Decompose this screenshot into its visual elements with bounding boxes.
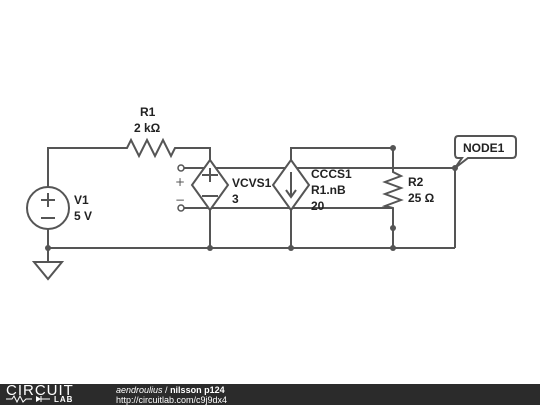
cccs1-control-label: R1.nB [311, 183, 346, 197]
v1-name-label: V1 [74, 193, 89, 207]
circuit-schematic: R1 2 kΩ V1 5 V + − VCVS1 3 CCCS1 R1.nB 2… [26, 105, 517, 281]
node1-flag[interactable]: NODE1 [454, 135, 517, 169]
r2-value-label: 25 Ω [408, 191, 435, 205]
resistor-r2[interactable] [381, 166, 404, 212]
voltage-source-v1[interactable] [26, 186, 70, 230]
circuit-title: nilsson p124 [170, 385, 225, 395]
circuit-url-link[interactable]: http://circuitlab.com/c9j9dx4 [116, 395, 228, 405]
vcvs-minus-sign: − [175, 193, 185, 207]
author-link[interactable]: aendroulius [116, 385, 163, 395]
logo-text-top: CIRCUIT [6, 382, 74, 399]
wires [47, 147, 456, 262]
r1-name-label: R1 [140, 105, 156, 119]
vcvs-source[interactable] [190, 158, 230, 212]
r2-name-label: R2 [408, 175, 424, 189]
resistor-r1[interactable] [118, 137, 186, 159]
separator: / [162, 385, 171, 395]
vcvs1-value-label: 3 [232, 192, 239, 206]
node1-label: NODE1 [463, 141, 505, 155]
vcvs-plus-sign: + [175, 175, 185, 189]
vcvs1-name-label: VCVS1 [232, 176, 272, 190]
ground-icon [31, 261, 65, 281]
circuitlab-logo[interactable]: CIRCUIT LAB [6, 382, 98, 404]
cccs-source[interactable] [271, 158, 311, 212]
vcvs-plus-terminal[interactable] [177, 164, 185, 172]
cccs1-value-label: 20 [311, 199, 325, 213]
vcvs-minus-terminal[interactable] [177, 204, 185, 212]
cccs1-name-label: CCCS1 [311, 167, 352, 181]
logo-text-bottom: LAB [54, 395, 74, 404]
footer-bar: CIRCUIT LAB aendroulius / nilsson p124 h… [0, 382, 540, 405]
footer-title-line: aendroulius / nilsson p124 [116, 385, 225, 395]
v1-value-label: 5 V [74, 209, 92, 223]
r1-value-label: 2 kΩ [134, 121, 161, 135]
junction-dots [45, 145, 458, 251]
logo-resistor-icon [6, 395, 50, 403]
